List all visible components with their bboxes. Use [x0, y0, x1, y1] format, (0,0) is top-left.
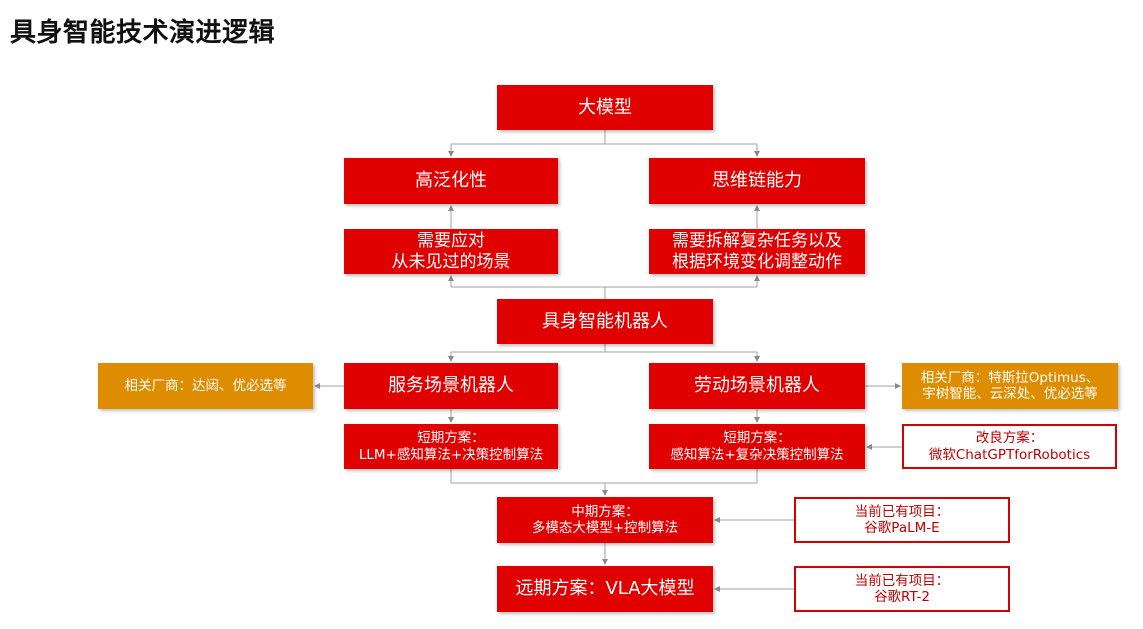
node-labor-short-term: 短期方案： 感知算法+复杂决策控制算法 [649, 424, 865, 469]
node-large-model: 大模型 [497, 85, 713, 130]
connector-model-split [451, 130, 757, 145]
connector-robot-down [451, 344, 757, 353]
node-service-robot: 服务场景机器人 [344, 363, 558, 409]
node-generalization: 高泛化性 [344, 158, 558, 204]
connector-short-merge [450, 469, 758, 484]
connector-robot-up [451, 286, 757, 299]
page-title: 具身智能技术演进逻辑 [10, 18, 276, 48]
node-long-term-project: 当前已有项目： 谷歌RT-2 [794, 566, 1010, 612]
node-mid-term-project: 当前已有项目： 谷歌PaLM-E [794, 497, 1010, 543]
node-long-term: 远期方案：VLA大模型 [497, 566, 713, 612]
node-improved-solution: 改良方案： 微软ChatGPTforRobotics [902, 424, 1117, 469]
node-mid-term: 中期方案： 多模态大模型+控制算法 [497, 497, 713, 543]
node-embodied-robot: 具身智能机器人 [497, 299, 713, 344]
node-labor-robot: 劳动场景机器人 [649, 363, 865, 409]
node-complex-tasks: 需要拆解复杂任务以及 根据环境变化调整动作 [649, 229, 865, 274]
node-labor-vendors: 相关厂商：特斯拉Optimus、 宇树智能、云深处、优必选等 [902, 363, 1118, 409]
node-service-short-term: 短期方案： LLM+感知算法+决策控制算法 [344, 424, 558, 469]
node-service-vendors: 相关厂商：达闼、优必选等 [98, 363, 313, 409]
node-unseen-scenarios: 需要应对 从未见过的场景 [344, 229, 558, 274]
node-chain-of-thought: 思维链能力 [649, 158, 865, 204]
